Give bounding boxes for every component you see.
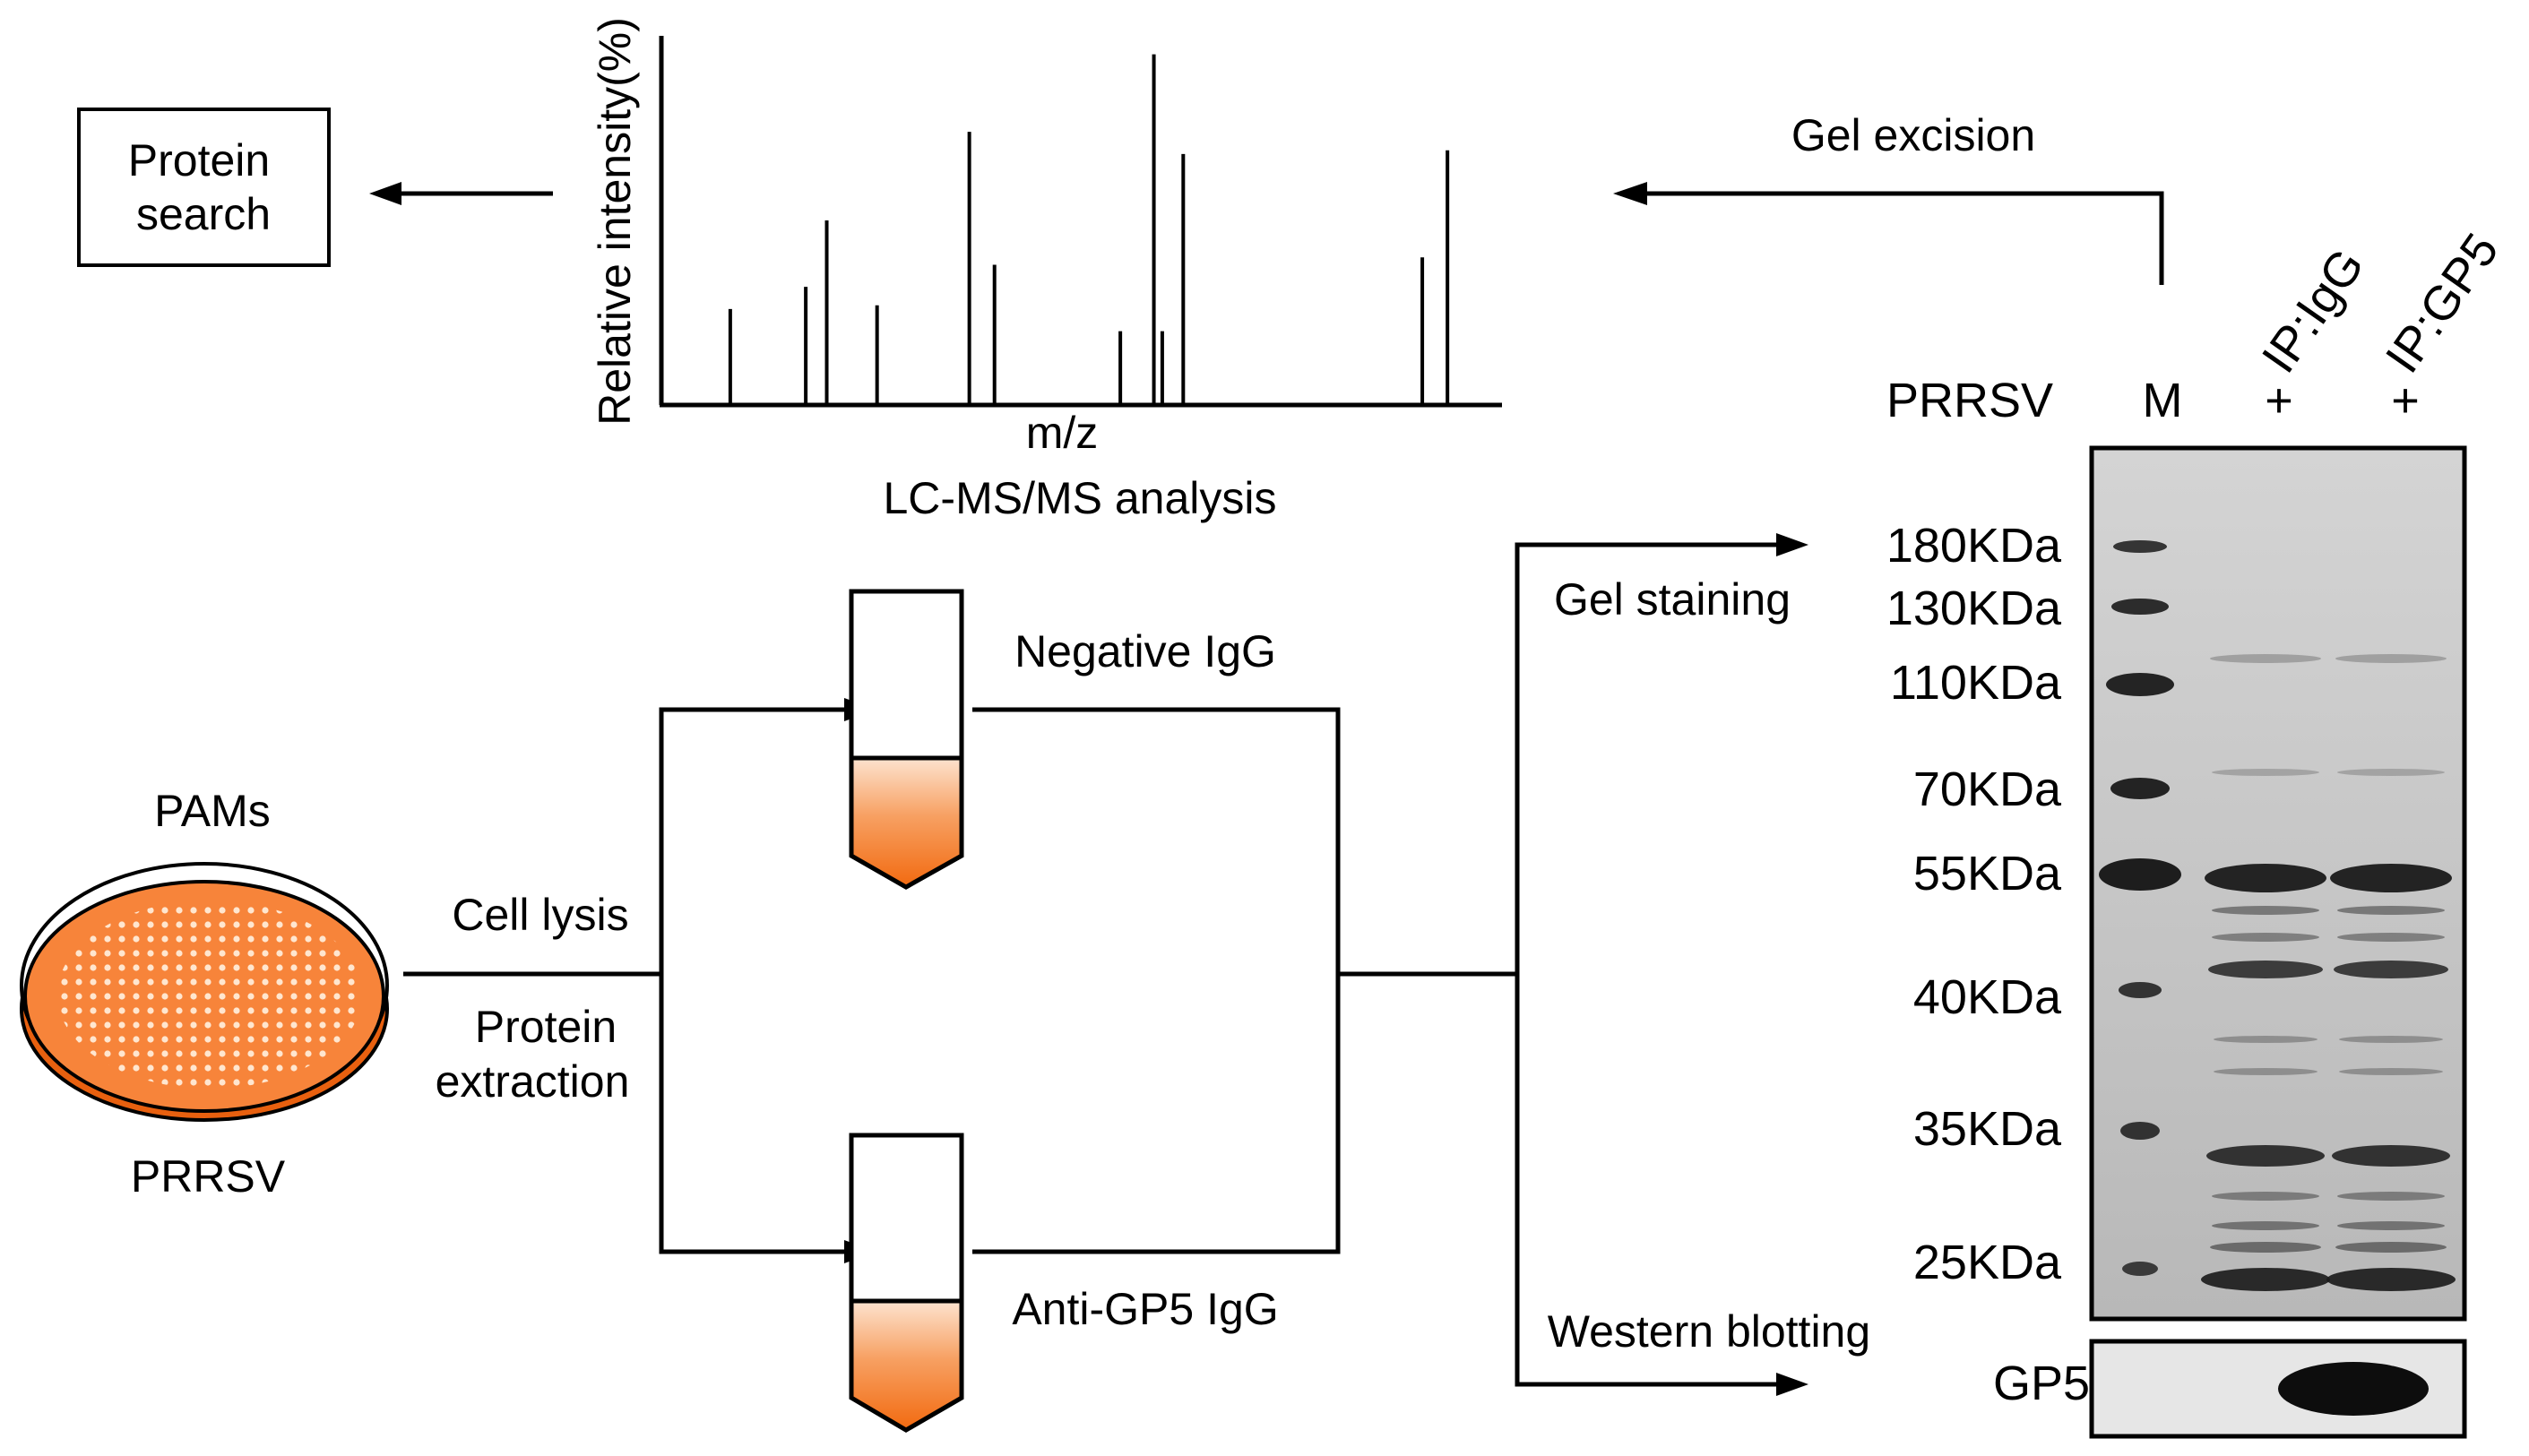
protein-search-box (77, 108, 331, 267)
lane3-band-12 (2335, 1242, 2447, 1253)
branch-bracket (1515, 542, 1776, 1387)
lane3-band-11 (2337, 1221, 2445, 1230)
lane3-band-10 (2337, 1192, 2445, 1201)
lane3-band-3 (2330, 864, 2452, 892)
marker-band-6 (2119, 982, 2162, 998)
lane2-band-2 (2212, 769, 2319, 776)
marker-band-3 (2106, 673, 2174, 696)
lane-gp5-label: IP:GP5 (2376, 224, 2509, 383)
spectrum-peaks (728, 54, 1450, 405)
culture-dish (20, 862, 389, 1122)
spectrum-ylabel: Relative intensity(%) (590, 17, 640, 426)
lane2-band-4 (2212, 906, 2319, 915)
tube1-liquid (849, 755, 964, 890)
lane2-band-1 (2210, 654, 2321, 663)
lane2-band-5 (2212, 933, 2319, 942)
merge-bracket (972, 707, 1341, 1254)
lane2-band-3 (2205, 864, 2326, 892)
negative-igg-label: Negative IgG (1014, 626, 1276, 676)
marker-band-1 (2113, 540, 2167, 553)
marker-band-7 (2120, 1122, 2160, 1140)
split-bracket (659, 707, 844, 1254)
gel-prrsv-label: PRRSV (1886, 374, 2053, 427)
protein-search-line2: search (136, 189, 271, 239)
anti-gp5-igg-label: Anti-GP5 IgG (1012, 1284, 1278, 1334)
pams-label: PAMs (154, 786, 271, 836)
lane-igg-prrsv: + (2265, 374, 2293, 427)
marker-band-5 (2099, 858, 2181, 891)
lane2-band-10 (2212, 1192, 2319, 1201)
prrsv-dish-label: PRRSV (131, 1151, 286, 1202)
tube2-liquid (849, 1298, 964, 1433)
lane2-band-13 (2201, 1268, 2330, 1291)
arrow-to-search-head (369, 182, 401, 205)
lane-igg-label: IP:IgG (2252, 239, 2375, 383)
marker-25: 25KDa (1913, 1236, 2062, 1289)
lane3-band-6 (2334, 961, 2448, 978)
arrow-western-head (1776, 1373, 1808, 1396)
arrow-gel-staining-head (1776, 533, 1808, 556)
lane2-band-12 (2210, 1242, 2321, 1253)
lane3-band-9 (2332, 1145, 2450, 1167)
tube-negative-igg (849, 589, 964, 890)
marker-band-2 (2111, 599, 2169, 615)
cell-lysis-label: Cell lysis (452, 890, 628, 940)
protein-extraction-line1: Protein (475, 1002, 617, 1052)
protein-search-line1: Protein (128, 135, 270, 185)
lane2-band-8 (2214, 1068, 2318, 1075)
lane3-band-8 (2339, 1068, 2443, 1075)
marker-35: 35KDa (1913, 1102, 2062, 1156)
gel-excision-path (1647, 191, 2164, 285)
lane3-band-13 (2326, 1268, 2456, 1291)
lane3-band-2 (2337, 769, 2445, 776)
lane-m-label: M (2143, 374, 2183, 427)
gel-excision-label: Gel excision (1791, 110, 2035, 160)
marker-band-8 (2122, 1262, 2158, 1276)
lane2-band-11 (2212, 1221, 2319, 1230)
lane3-band-7 (2339, 1036, 2443, 1043)
protein-extraction-line2: extraction (436, 1056, 630, 1107)
lane3-band-1 (2335, 654, 2447, 663)
gel-excision-arrowhead (1613, 182, 1647, 205)
gel-staining-label: Gel staining (1554, 574, 1791, 625)
marker-40: 40KDa (1913, 970, 2062, 1024)
marker-130: 130KDa (1886, 582, 2062, 635)
marker-70: 70KDa (1913, 762, 2062, 816)
marker-180: 180KDa (1886, 519, 2062, 573)
western-blotting-label: Western blotting (1548, 1306, 1870, 1357)
lane3-band-5 (2337, 933, 2445, 942)
tube-anti-gp5-igg (849, 1133, 964, 1433)
gp5-western-label: GP5 (1993, 1357, 2090, 1410)
lane3-band-4 (2337, 906, 2445, 915)
lane2-band-7 (2214, 1036, 2318, 1043)
gel-bands (2099, 540, 2456, 1291)
mass-spectrum: Relative intensity(%) m/z (590, 17, 1502, 458)
lane2-band-9 (2206, 1145, 2325, 1167)
lane2-band-6 (2208, 961, 2323, 978)
spectrum-xlabel: m/z (1026, 408, 1099, 458)
marker-55: 55KDa (1913, 847, 2062, 900)
lcms-analysis-label: LC-MS/MS analysis (884, 473, 1277, 523)
dish-cells (57, 900, 362, 1089)
marker-band-4 (2110, 778, 2170, 799)
lane-gp5-prrsv: + (2391, 374, 2420, 427)
gp5-western-band (2278, 1362, 2429, 1416)
marker-110: 110KDa (1890, 656, 2062, 710)
